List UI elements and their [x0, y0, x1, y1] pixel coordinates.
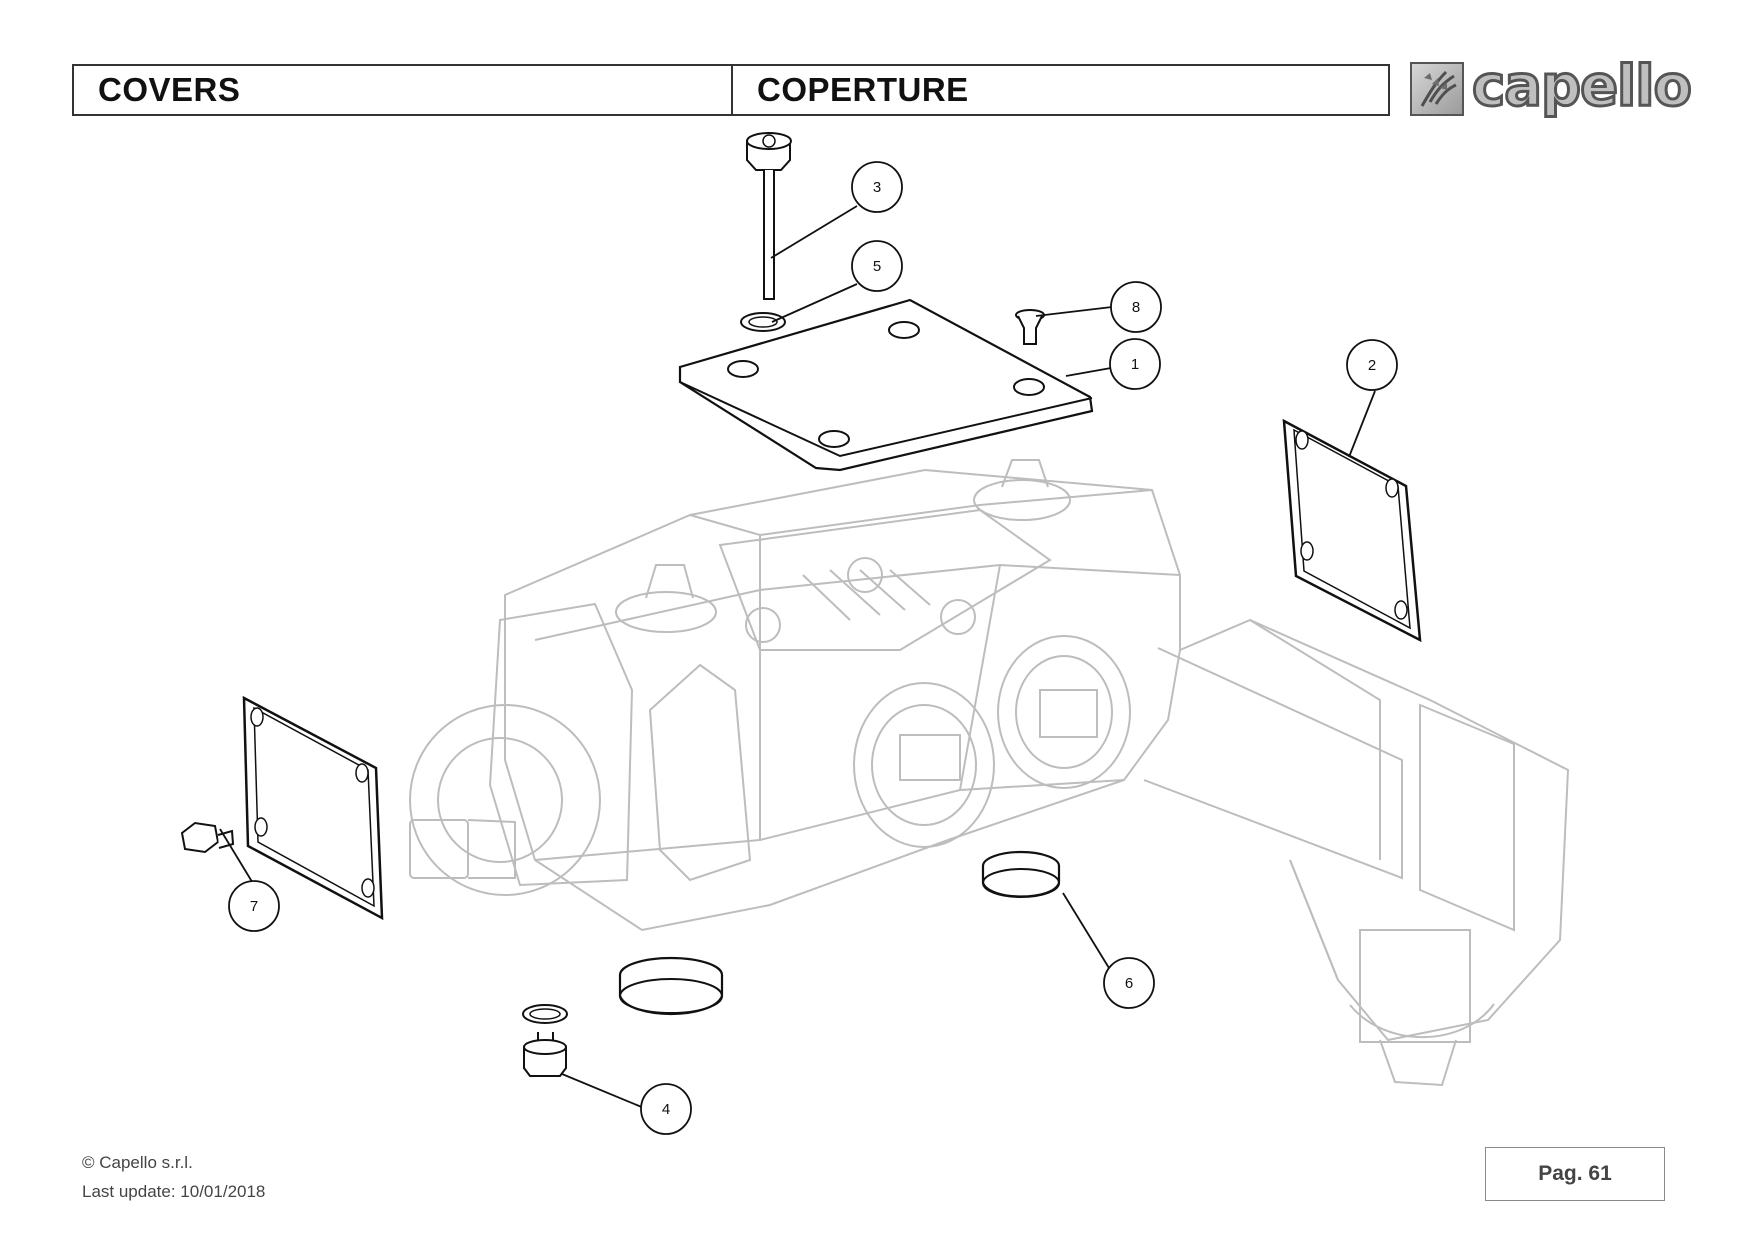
callout-circle: [1346, 339, 1398, 391]
callout-5: 5: [851, 240, 903, 292]
callout-number: 3: [873, 179, 881, 196]
leader-lines: [219, 205, 1376, 1109]
callout-number: 5: [873, 258, 881, 275]
part-2-side-gasket-right: [1282, 418, 1422, 643]
callout-circle: [1109, 338, 1161, 390]
callout-8: 8: [1110, 281, 1162, 333]
part-1-top-cover: [678, 298, 1094, 472]
callout-circle: [851, 240, 903, 292]
wheat-icon-graphic: [1420, 70, 1457, 107]
part-3-dipstick-plug: [746, 132, 792, 300]
header-table: COVERS COPERTURE: [72, 64, 1390, 116]
part-7-bolt: [180, 821, 235, 854]
callout-circle: [228, 880, 280, 932]
page-number-box: Pag. 61: [1485, 1147, 1665, 1201]
part-7-side-gasket-left: [242, 695, 384, 921]
capello-logo: capello: [1410, 54, 1693, 122]
page-number: 61: [1588, 1162, 1612, 1185]
callout-4: 4: [640, 1083, 692, 1135]
wheat-icon: [1410, 62, 1464, 116]
callout-circle: [851, 161, 903, 213]
part-5-washer: [740, 312, 786, 332]
callout-number: 1: [1131, 356, 1139, 373]
callout-number: 8: [1132, 299, 1140, 316]
bushing-ring-lower: [618, 956, 724, 1016]
callout-circle: [640, 1083, 692, 1135]
callout-1: 1: [1109, 338, 1161, 390]
gearbox-housing: [409, 459, 1570, 1087]
callout-number: 4: [662, 1101, 670, 1118]
callout-2: 2: [1346, 339, 1398, 391]
part-8-screw: [1015, 309, 1045, 345]
page-title-italian: COPERTURE: [757, 71, 969, 108]
page-label: Pag.: [1538, 1162, 1583, 1185]
callout-7: 7: [228, 880, 280, 932]
callout-number: 7: [250, 898, 258, 915]
callout-6: 6: [1103, 957, 1155, 1009]
logo-wordmark: capello: [1471, 54, 1694, 119]
part-6-bushing-ring: [981, 850, 1061, 898]
callout-number: 2: [1368, 357, 1376, 374]
page-title-english: COVERS: [74, 66, 733, 114]
last-update-text: Last update: 10/01/2018: [82, 1182, 266, 1201]
callout-number: 6: [1125, 975, 1133, 992]
part-4-drain-plug: [522, 1004, 568, 1077]
callout-circle: [1110, 281, 1162, 333]
callout-circle: [1103, 957, 1155, 1009]
callout-3: 3: [851, 161, 903, 213]
copyright-text: © Capello s.r.l.: [82, 1153, 193, 1172]
